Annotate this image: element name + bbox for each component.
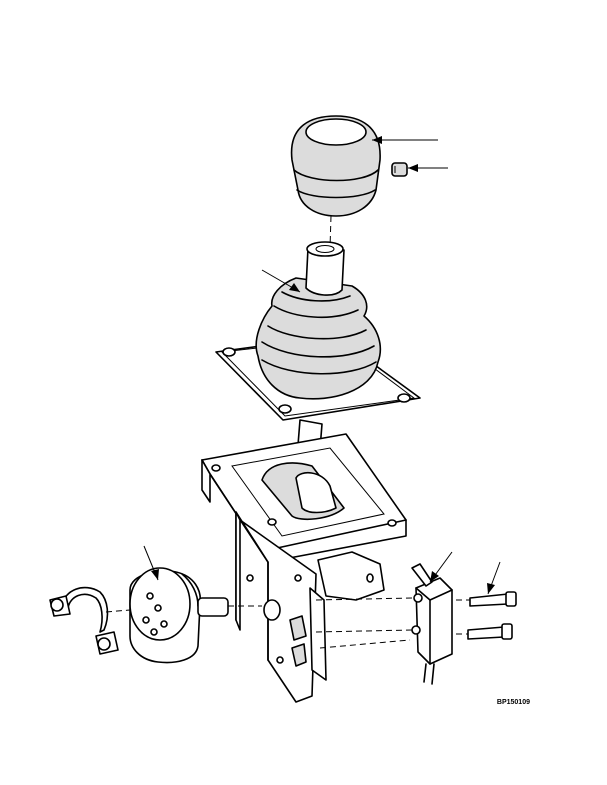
rubber-boot-icon: [255, 241, 382, 400]
knob-icon: [290, 115, 381, 217]
micro-switch-icon: [411, 563, 453, 685]
knob-axis: [329, 215, 332, 249]
base-frame-icon: [201, 433, 407, 703]
leader-lines: [143, 136, 501, 595]
set-screw-icon: [391, 162, 408, 177]
retaining-clip-icon: [49, 586, 119, 655]
bolt-icon: [467, 591, 517, 640]
figure-code: BP150109: [497, 699, 530, 706]
potentiometer-icon: [129, 567, 229, 664]
assembly-lines: [105, 597, 470, 649]
